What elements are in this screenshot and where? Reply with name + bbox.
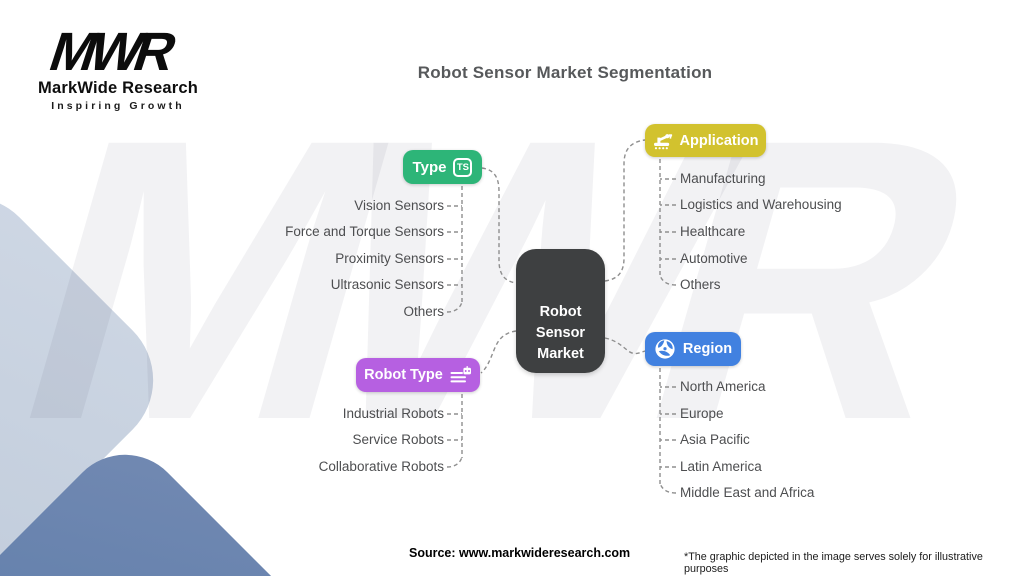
type-item: Vision Sensors bbox=[354, 198, 444, 213]
source-text: Source: www.markwideresearch.com bbox=[409, 546, 631, 560]
robot-type-item: Collaborative Robots bbox=[318, 459, 444, 474]
application-item: Healthcare bbox=[680, 224, 746, 239]
robot-type-node-label: Robot Type bbox=[364, 367, 443, 383]
type-item: Others bbox=[403, 304, 444, 319]
central-node-label: Sensor bbox=[535, 325, 586, 341]
logo-acronym: MWR bbox=[42, 22, 179, 82]
logo-name: MarkWide Research bbox=[38, 79, 199, 97]
application-node: Application bbox=[645, 124, 766, 157]
background-watermark: MWR bbox=[0, 56, 981, 503]
robot-type-item: Service Robots bbox=[352, 432, 444, 447]
type-node: Type TS bbox=[403, 150, 482, 184]
ts-badge-icon: TS bbox=[453, 157, 473, 177]
logo-tagline: Inspiring Growth bbox=[51, 100, 185, 112]
region-node: Region bbox=[645, 332, 741, 366]
central-node-label: Robot bbox=[539, 304, 582, 320]
region-item: North America bbox=[680, 379, 766, 394]
region-item: Asia Pacific bbox=[680, 432, 750, 447]
central-node-label: Market bbox=[537, 346, 584, 362]
region-node-label: Region bbox=[682, 341, 733, 357]
diagram-title: Robot Sensor Market Segmentation bbox=[417, 63, 713, 82]
application-item: Manufacturing bbox=[680, 171, 766, 186]
type-item: Ultrasonic Sensors bbox=[330, 277, 444, 292]
type-item: Proximity Sensors bbox=[335, 251, 444, 266]
application-item: Others bbox=[680, 277, 721, 292]
region-item: Latin America bbox=[680, 459, 762, 474]
type-item: Force and Torque Sensors bbox=[285, 224, 444, 239]
robot-type-node: Robot Type bbox=[356, 358, 480, 392]
region-item: Europe bbox=[680, 406, 724, 421]
robot-type-item: Industrial Robots bbox=[342, 406, 444, 421]
globe-icon bbox=[654, 338, 676, 360]
robot-list-icon bbox=[450, 365, 472, 385]
region-item: Middle East and Africa bbox=[680, 485, 815, 500]
application-item: Logistics and Warehousing bbox=[680, 197, 842, 212]
central-node: Robot Sensor Market bbox=[516, 249, 605, 373]
application-node-label: Application bbox=[679, 132, 759, 149]
manufacturing-robot-icon bbox=[653, 132, 673, 150]
markwide-logo: MWR MarkWide Research Inspiring Growth bbox=[38, 22, 199, 112]
disclaimer-text: *The graphic depicted in the image serve… bbox=[684, 551, 983, 575]
type-node-label: Type bbox=[412, 158, 447, 176]
application-item: Automotive bbox=[680, 251, 748, 266]
